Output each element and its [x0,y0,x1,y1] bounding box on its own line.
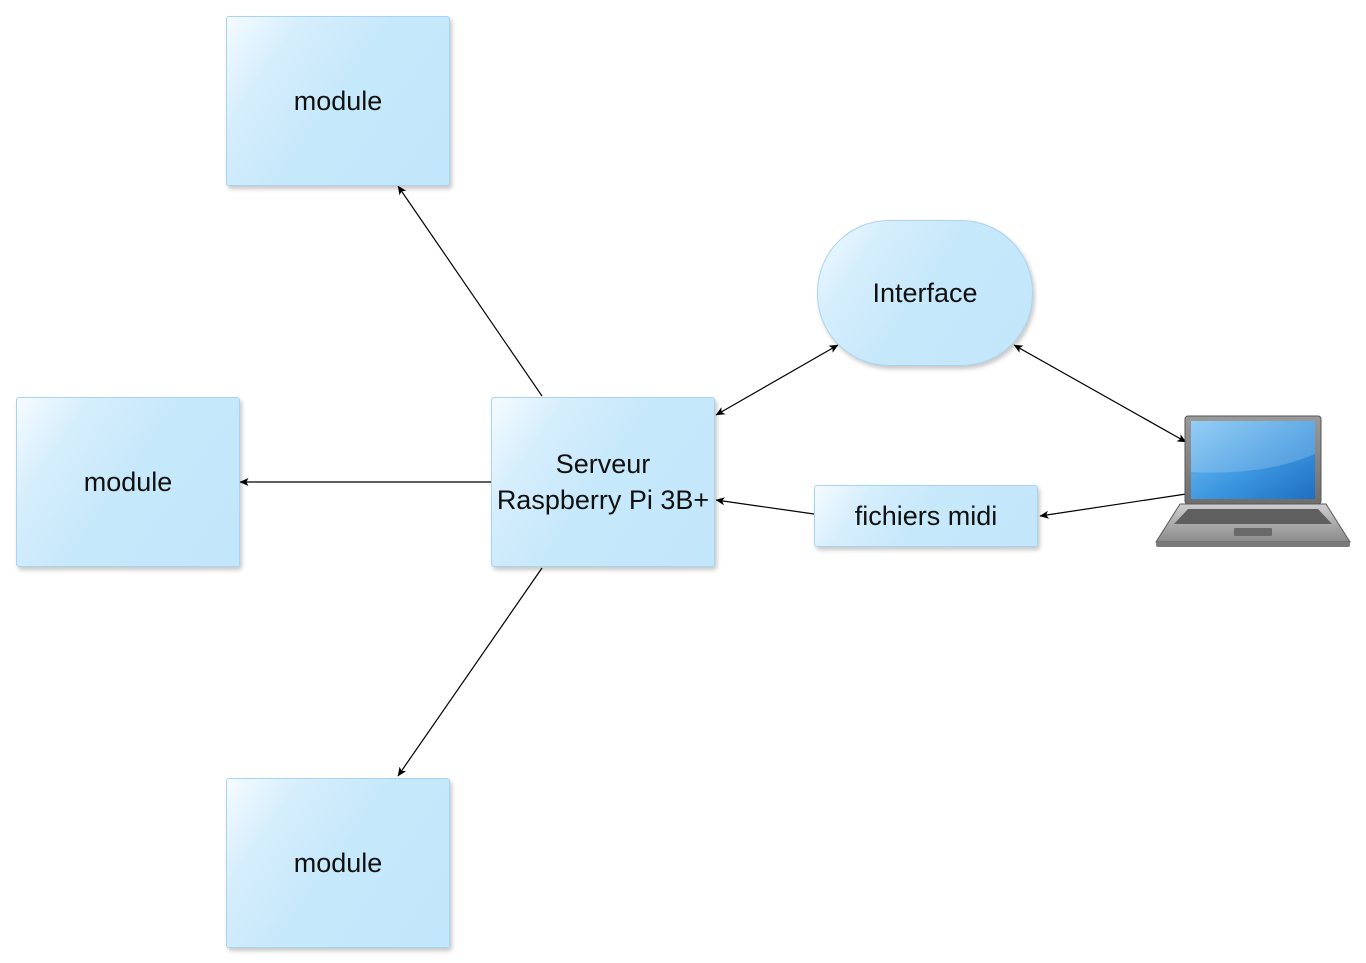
laptop-icon[interactable] [1154,414,1354,555]
edge-interface-laptop [1013,344,1187,443]
interface-node[interactable]: Interface [817,220,1033,366]
midi-files-node[interactable]: fichiers midi [814,485,1038,547]
module-node-top[interactable]: module [226,16,450,186]
edge-server-interface [715,344,839,416]
edge-midi-server [715,497,815,515]
server-node-label-line2: Raspberry Pi 3B+ [496,485,710,515]
module-node-top-label: module [293,86,383,116]
edge-laptop-midi [1039,493,1187,519]
edge-server-module-top [397,185,543,397]
edge-server-module-bottom [397,567,543,777]
server-node-label: Serveur Raspberry Pi 3B+ [497,446,709,518]
interface-node-label: Interface [872,278,978,308]
module-node-bottom[interactable]: module [226,778,450,948]
midi-files-node-label: fichiers midi [854,501,998,531]
module-node-bottom-label: module [293,848,383,878]
module-node-left[interactable]: module [16,397,240,567]
module-node-left-label: module [83,467,173,497]
server-node[interactable]: Serveur Raspberry Pi 3B+ [491,397,715,567]
server-node-label-line1: Serveur [555,449,651,479]
